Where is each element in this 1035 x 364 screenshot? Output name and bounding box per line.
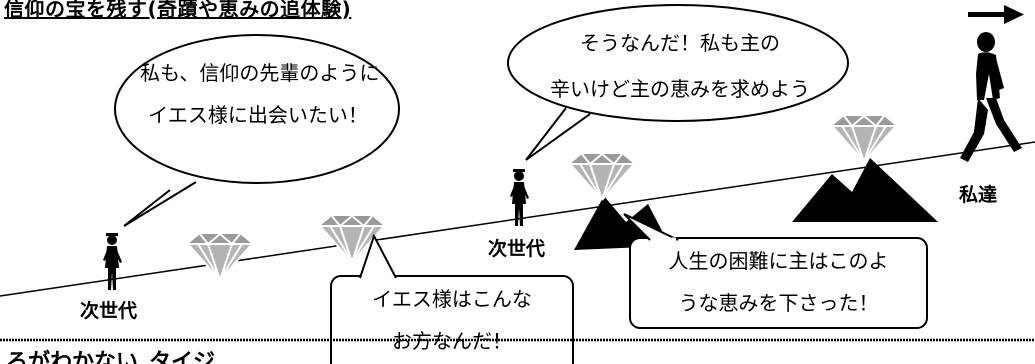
speech-line: そうなんだ！私も主の: [580, 31, 780, 55]
speech-line: 辛いけど主の恵みを求めよう: [550, 77, 810, 101]
diamond-icon: [187, 233, 253, 281]
speech-box-right: [623, 213, 928, 329]
walking-person-icon: [960, 32, 1022, 162]
mountain-icon: [574, 158, 938, 250]
diamond-icon: [831, 115, 897, 163]
footer-text: ろがわかない_タイジ: [6, 350, 216, 364]
speech-bubble-left: [114, 34, 400, 227]
next-generation-label: 次世代: [488, 238, 546, 260]
speech-line: イエス様に出会いたい！: [148, 103, 368, 127]
speech-line: イエス様はこんな: [372, 287, 532, 311]
speech-text-top: そうなんだ！私も主の 辛いけど主の恵みを求めよう: [530, 20, 830, 112]
diamond-icon: [569, 153, 635, 201]
climber-person-icon: [103, 233, 122, 290]
speech-line: お方なんだ！: [392, 329, 512, 353]
page-title: 信仰の宝を残す(奇蹟や恵みの追体験): [4, 0, 352, 21]
speech-text-middle: イエス様はこんな お方なんだ！: [331, 278, 573, 362]
we-label: 私達: [959, 184, 998, 206]
speech-line: うな恵みを下さった！: [678, 291, 879, 315]
speech-text-left: 私も、信仰の先輩のように イエス様に出会いたい！: [140, 52, 380, 136]
speech-line: 私も、信仰の先輩のように: [140, 61, 380, 85]
speech-text-right: 人生の困難に主はこのよ うな恵みを下さった！: [630, 240, 927, 324]
speech-bubble-top: [507, 4, 849, 161]
right-arrow-icon: [968, 5, 1024, 24]
next-generation-label: 次世代: [80, 300, 138, 322]
speech-box-middle: [330, 233, 574, 364]
speech-line: 人生の困難に主はこのよ: [668, 249, 889, 273]
